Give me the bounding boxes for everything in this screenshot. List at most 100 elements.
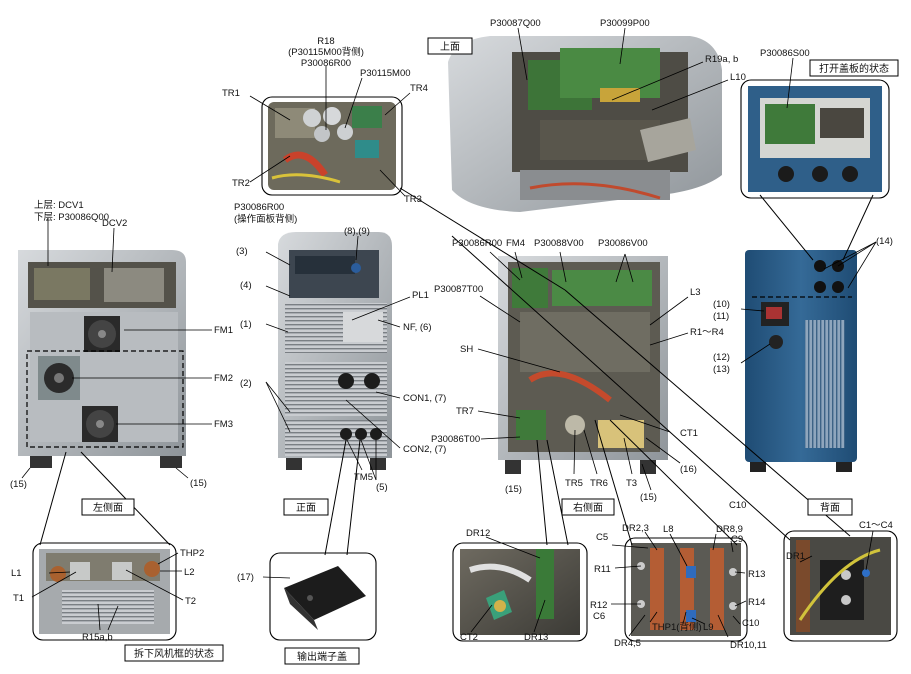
caption-back-box: 背面 (807, 498, 853, 516)
label-tr4: TR4 (410, 83, 428, 94)
label-t1: T1 (13, 593, 24, 604)
label-15-left-a: (15) (10, 479, 27, 490)
label-l1: L1 (11, 568, 22, 579)
label-17: (17) (237, 572, 254, 583)
label-nf6: NF, (6) (403, 322, 432, 333)
label-dr2-3: DR2,3 (622, 523, 649, 534)
dr12-detail-photo (452, 542, 588, 642)
label-sh: SH (460, 344, 473, 355)
right-side-view (498, 256, 668, 474)
label-l10: L10 (730, 72, 746, 83)
label-l2: L2 (184, 567, 195, 578)
label-p30086r00-right: P30086R00 (452, 238, 502, 249)
caption-fan-removed-box: 拆下风机框的状态 (124, 644, 224, 662)
left-side-view (18, 250, 186, 468)
label-c10-top: C10 (729, 500, 746, 511)
svg-text:左侧面: 左侧面 (93, 501, 123, 514)
label-p30086v00: P30086V00 (598, 238, 648, 249)
svg-text:输出端子盖: 输出端子盖 (297, 650, 347, 663)
label-r11: R11 (594, 564, 611, 575)
label-l3: L3 (690, 287, 701, 298)
label-r18-note: (P30115M00背侧) (288, 46, 364, 58)
label-tr3: TR3 (404, 194, 422, 205)
label-r13: R13 (748, 569, 765, 580)
caption-left-box: 左侧面 (81, 498, 135, 516)
label-ct1: CT1 (680, 428, 698, 439)
label-c9: C9 (731, 534, 743, 545)
label-fm1: FM1 (214, 325, 233, 336)
front-view (278, 232, 392, 470)
label-dr4-5: DR4,5 (614, 638, 641, 649)
label-t3: T3 (626, 478, 637, 489)
label-11: (11) (713, 311, 729, 322)
label-dcv1: 上层: DCV1 (34, 200, 84, 211)
label-p30086s00: P30086S00 (760, 48, 810, 59)
label-4: (4) (240, 280, 252, 291)
label-p30088v00: P30088V00 (534, 238, 584, 249)
label-c10-bot: C10 (742, 618, 759, 629)
label-13: (13) (713, 364, 730, 375)
label-dr8-9: DR8,9 (716, 524, 743, 535)
label-16: (16) (680, 464, 697, 475)
label-c1-c4: C1～C4 (859, 520, 893, 531)
label-3: (3) (236, 246, 248, 257)
label-l9: L9 (703, 622, 714, 633)
label-p30099p00: P30099P00 (600, 18, 650, 29)
diode-resistor-board-photo (624, 537, 748, 642)
caption-top-box: 上面 (427, 37, 473, 55)
label-pl1: PL1 (412, 290, 429, 301)
label-p30086q00: 下层: P30086Q00 (34, 212, 109, 223)
label-ct2: CT2 (460, 632, 478, 643)
label-c6: C6 (593, 611, 605, 622)
label-r15ab: R15a,b (82, 632, 113, 643)
label-2: (2) (240, 378, 252, 389)
dr1-detail-photo (783, 530, 898, 642)
tr-detail-photo (261, 96, 403, 196)
top-view-photo (448, 36, 722, 212)
label-tr7: TR7 (456, 406, 474, 417)
label-thp1: THP1(背侧) (652, 621, 702, 633)
caption-terminal-cover-box: 输出端子盖 (284, 647, 360, 665)
caption-right-box: 右侧面 (561, 498, 615, 516)
label-dr13: DR13 (524, 632, 548, 643)
caption-open-cover-box: 打开盖板的状态 (809, 59, 899, 77)
label-12: (12) (713, 352, 730, 363)
label-con1: CON1, (7) (403, 393, 446, 404)
svg-text:背面: 背面 (820, 501, 840, 514)
terminal-cover-photo (269, 552, 377, 641)
label-tr6: TR6 (590, 478, 608, 489)
label-p30086r00-top: P30086R00 (301, 58, 351, 69)
component-labels: TR1 TR2 TR3 TR4 R18 (P30115M00背侧) P30086… (10, 18, 893, 651)
svg-text:正面: 正面 (296, 503, 316, 514)
label-15-right-a: (15) (505, 484, 522, 495)
label-10: (10) (713, 299, 730, 310)
label-r18: R18 (317, 36, 334, 47)
label-dr12: DR12 (466, 528, 490, 539)
label-fm4: FM4 (506, 238, 525, 249)
label-con2: CON2, (7) (403, 444, 446, 455)
label-15-left-b: (15) (190, 478, 207, 489)
label-p30115m00: P30115M00 (360, 68, 411, 79)
back-view (745, 250, 857, 472)
label-r1-r4: R1～R4 (690, 327, 724, 338)
label-tr5: TR5 (565, 478, 583, 489)
label-p30086t00: P30086T00 (431, 434, 480, 445)
label-r12: R12 (590, 600, 607, 611)
label-l8: L8 (663, 524, 674, 535)
label-p30086r00-front-note: (操作面板背侧) (234, 213, 297, 225)
label-leader-lines (21, 27, 877, 638)
svg-text:拆下风机框的状态: 拆下风机框的状态 (134, 647, 214, 660)
label-15-right-b: (15) (640, 492, 657, 503)
label-c5: C5 (596, 532, 608, 543)
svg-text:右侧面: 右侧面 (573, 501, 603, 514)
label-tm5: TM5 (354, 472, 373, 483)
svg-text:上面: 上面 (440, 41, 460, 53)
label-dr10-11: DR10,11 (730, 640, 767, 651)
label-tr1: TR1 (222, 88, 240, 99)
label-fm3: FM3 (214, 419, 233, 430)
label-tr2: TR2 (232, 178, 250, 189)
fan-removed-photo (32, 542, 177, 641)
label-14: (14) (876, 236, 893, 247)
label-p30087t00: P30087T00 (434, 284, 483, 295)
